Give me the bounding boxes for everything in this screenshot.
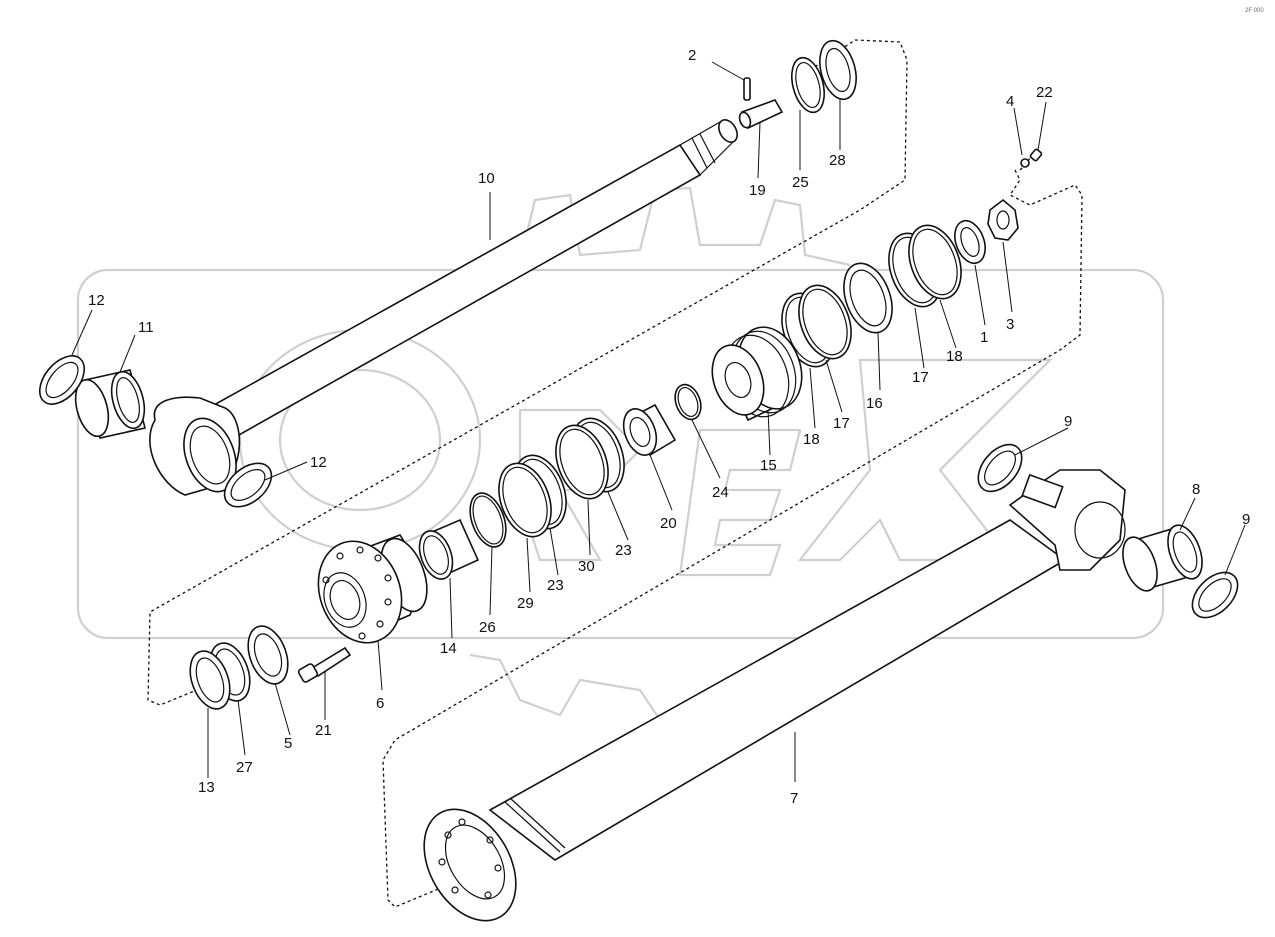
- wear-ring-16: [843, 262, 893, 334]
- ring-18a: [908, 224, 962, 300]
- retaining-ring-25: [790, 56, 826, 114]
- bolt-21: [297, 646, 352, 683]
- sleeve-19: [738, 99, 784, 130]
- ring-30: [555, 424, 609, 500]
- callout-labels: 2 19 25 28 4 22 3 1 18 17 16 17 18 15 24…: [88, 8, 1264, 807]
- callout-17b: 17: [833, 415, 850, 432]
- callout-7: 7: [790, 790, 798, 807]
- bushing-11: [74, 369, 146, 439]
- callout-24: 24: [712, 484, 729, 501]
- dust-seal-12a: [38, 355, 86, 405]
- dust-seal-12b: [223, 462, 273, 508]
- callout-17a: 17: [912, 369, 929, 386]
- seal-28: [819, 39, 857, 101]
- callout-8: 8: [1192, 481, 1200, 498]
- callout-9b: 9: [1242, 511, 1250, 528]
- leader-lines: [71, 61, 1246, 782]
- ball-4: [1020, 158, 1030, 168]
- callout-21: 21: [315, 722, 332, 739]
- callout-28: 28: [829, 152, 846, 169]
- piston-15: [711, 326, 803, 422]
- corner-code: 2F 000: [1245, 8, 1264, 14]
- callout-20: 20: [660, 515, 677, 532]
- pin-2: [743, 77, 751, 101]
- callout-12b: 12: [310, 454, 327, 471]
- callout-5: 5: [284, 735, 292, 752]
- callout-23a: 23: [615, 542, 632, 559]
- cushion-ring-20: [622, 403, 677, 457]
- callout-30: 30: [578, 558, 595, 575]
- ring-1: [954, 219, 986, 265]
- ring-5: [247, 625, 289, 685]
- seal-13: [189, 650, 231, 710]
- callout-29: 29: [517, 595, 534, 612]
- ring-26: [469, 492, 507, 548]
- seal-9a: [977, 443, 1023, 493]
- bushing-14: [418, 518, 480, 580]
- set-screw-22: [1029, 148, 1043, 162]
- callout-15: 15: [760, 457, 777, 474]
- callout-27: 27: [236, 759, 253, 776]
- callout-9a: 9: [1064, 413, 1072, 430]
- callout-23b: 23: [547, 577, 564, 594]
- callout-18b: 18: [803, 431, 820, 448]
- bushing-8: [1122, 524, 1203, 592]
- callout-25: 25: [792, 174, 809, 191]
- callout-26: 26: [479, 619, 496, 636]
- callout-12a: 12: [88, 292, 105, 309]
- callout-1: 1: [980, 329, 988, 346]
- callout-4: 4: [1006, 93, 1014, 110]
- rod-cover-6: [317, 534, 428, 644]
- piston-rod-10: [149, 119, 738, 496]
- cylinder-tube-7: [423, 469, 1126, 922]
- callout-18a: 18: [946, 348, 963, 365]
- callout-16: 16: [866, 395, 883, 412]
- callout-14: 14: [440, 640, 457, 657]
- ring-29: [498, 462, 552, 538]
- callout-2: 2: [688, 47, 696, 64]
- callout-3: 3: [1006, 316, 1014, 333]
- callout-13: 13: [198, 779, 215, 796]
- o-ring-24: [674, 383, 702, 421]
- seal-9b: [1191, 571, 1239, 619]
- nut-3: [987, 198, 1019, 241]
- callout-22: 22: [1036, 84, 1053, 101]
- callout-6: 6: [376, 695, 384, 712]
- callout-10: 10: [478, 170, 495, 187]
- ring-18b: [798, 284, 852, 360]
- callout-11: 11: [138, 319, 154, 336]
- callout-19: 19: [749, 182, 766, 199]
